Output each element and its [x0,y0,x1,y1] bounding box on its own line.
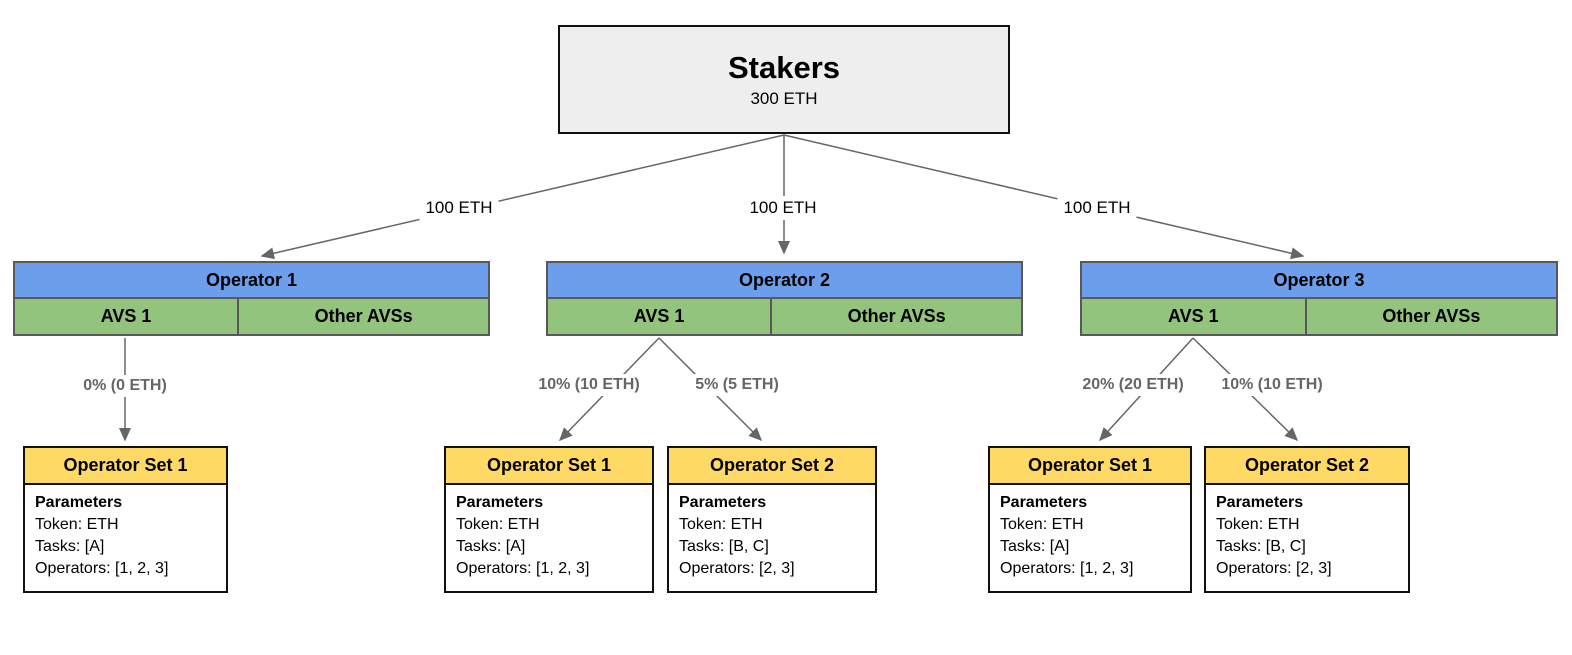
operator-1-set-1-title: Operator Set 1 [25,448,226,485]
operator-2-avs-row: AVS 1 Other AVSs [548,299,1021,334]
param-token: Token: ETH [679,516,763,533]
param-token: Token: ETH [1216,516,1300,533]
operator-1-other-avss-cell: Other AVSs [239,299,488,334]
stakers-node: Stakers 300 ETH [558,25,1010,134]
stakers-title: Stakers [727,50,841,85]
edge-stakers-operator-3 [783,134,1305,260]
param-tasks: Tasks: [A] [35,538,105,555]
param-tasks: Tasks: [A] [1000,538,1070,555]
param-tasks: Tasks: [A] [456,538,526,555]
operator-2-node: Operator 2 AVS 1 Other AVSs [546,261,1023,336]
operator-3-node: Operator 3 AVS 1 Other AVSs [1080,261,1558,336]
allocation-label-op3-set1: 20% (20 ETH) [1077,374,1189,396]
param-operators: Operators: [2, 3] [679,560,795,577]
stakers-amount: 300 ETH [750,89,818,108]
operator-2-avs-1-cell: AVS 1 [548,299,773,334]
operator-1-node: Operator 1 AVS 1 Other AVSs [13,261,490,336]
operator-1-set-1-params: Parameters Token: ETH Tasks: [A] Operato… [25,485,226,580]
param-tasks: Tasks: [B, C] [679,538,769,555]
operator-3-title: Operator 3 [1082,263,1556,299]
param-operators: Operators: [2, 3] [1216,560,1332,577]
operator-3-set-2-card: Operator Set 2 Parameters Token: ETH Tas… [1204,446,1410,593]
operator-3-avs-row: AVS 1 Other AVSs [1082,299,1556,334]
operator-3-set-1-title: Operator Set 1 [990,448,1190,485]
allocation-label-op2-set1: 10% (10 ETH) [533,374,645,396]
delegation-label-operator-2: 100 ETH [743,196,823,220]
param-tasks: Tasks: [B, C] [1216,538,1306,555]
operator-3-set-1-params: Parameters Token: ETH Tasks: [A] Operato… [990,485,1190,580]
delegation-label-operator-3: 100 ETH [1057,196,1137,220]
operator-3-set-1-card: Operator Set 1 Parameters Token: ETH Tas… [988,446,1192,593]
operator-2-other-avss-cell: Other AVSs [772,299,1021,334]
param-operators: Operators: [1, 2, 3] [456,560,590,577]
params-heading: Parameters [1216,494,1304,511]
param-token: Token: ETH [456,516,540,533]
operator-1-set-1-card: Operator Set 1 Parameters Token: ETH Tas… [23,446,228,593]
operator-3-set-2-params: Parameters Token: ETH Tasks: [B, C] Oper… [1206,485,1408,580]
operator-2-set-1-card: Operator Set 1 Parameters Token: ETH Tas… [444,446,654,593]
allocation-label-op2-set2: 5% (5 ETH) [690,374,784,396]
operator-2-set-2-card: Operator Set 2 Parameters Token: ETH Tas… [667,446,877,593]
edge-stakers-operator-1 [260,134,785,260]
operator-2-set-2-params: Parameters Token: ETH Tasks: [B, C] Oper… [669,485,875,580]
operator-3-other-avss-cell: Other AVSs [1306,299,1556,334]
param-operators: Operators: [1, 2, 3] [1000,560,1134,577]
operator-1-avs-row: AVS 1 Other AVSs [15,299,488,334]
operator-2-title: Operator 2 [548,263,1021,299]
operator-2-set-1-params: Parameters Token: ETH Tasks: [A] Operato… [446,485,652,580]
allocation-label-op1-set1: 0% (0 ETH) [78,375,172,397]
operator-3-avs-1-cell: AVS 1 [1082,299,1307,334]
operator-1-avs-1-cell: AVS 1 [15,299,240,334]
operator-2-set-1-title: Operator Set 1 [446,448,652,485]
delegation-label-operator-1: 100 ETH [419,196,499,220]
param-token: Token: ETH [35,516,119,533]
params-heading: Parameters [35,494,123,511]
params-heading: Parameters [679,494,767,511]
allocation-label-op3-set2: 10% (10 ETH) [1216,374,1328,396]
operator-2-set-2-title: Operator Set 2 [669,448,875,485]
param-token: Token: ETH [1000,516,1084,533]
params-heading: Parameters [1000,494,1088,511]
operator-3-set-2-title: Operator Set 2 [1206,448,1408,485]
params-heading: Parameters [456,494,544,511]
param-operators: Operators: [1, 2, 3] [35,560,169,577]
operator-1-title: Operator 1 [15,263,488,299]
